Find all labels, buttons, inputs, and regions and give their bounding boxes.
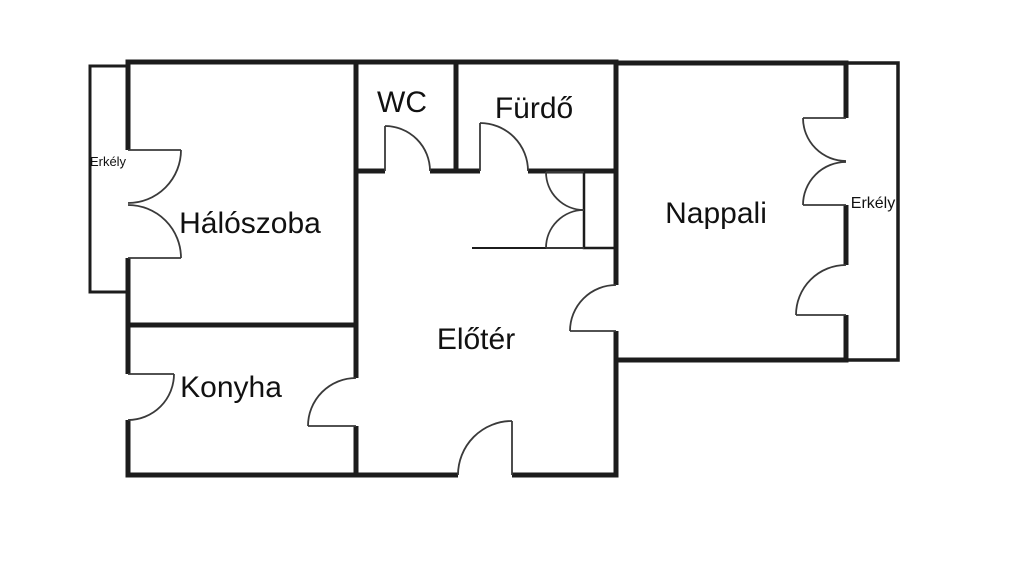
label-balcony-right: Erkély (851, 195, 895, 212)
label-balcony-left: Erkély (90, 154, 127, 169)
opening-kitchen-hall (351, 378, 361, 426)
door-arc-bathroom (479, 122, 529, 172)
labels-layer: Erkély Hálószoba WC Fürdő Nappali Erkély… (90, 86, 895, 404)
label-hall: Előtér (437, 323, 515, 356)
door-arc-living-balcony-2 (795, 264, 847, 316)
door-arc-hall-living (569, 284, 617, 332)
door-arc-wc (384, 125, 431, 172)
door-arc-living-balcony-upper (802, 117, 847, 162)
label-wc: WC (377, 86, 427, 119)
door-arc-closet-lower (545, 209, 585, 249)
door-arc-kitchen-hall (307, 377, 357, 427)
door-arc-entrance (457, 420, 513, 476)
opening-kitchen-left (123, 374, 133, 420)
label-living: Nappali (665, 197, 767, 230)
door-arc-bedroom-upper (127, 149, 182, 204)
opening-bedroom-balcony (123, 150, 133, 258)
door-arc-closet-upper (545, 171, 585, 211)
label-bedroom: Hálószoba (179, 207, 321, 240)
label-kitchen: Konyha (180, 371, 282, 404)
opening-living-balcony-single (841, 265, 851, 315)
room-bedroom (125, 59, 359, 328)
opening-hall-living (611, 285, 621, 331)
door-arc-kitchen-left (127, 373, 175, 421)
label-bathroom: Fürdő (495, 92, 573, 125)
opening-bathroom (480, 166, 528, 176)
opening-entrance (458, 470, 512, 480)
door-arc-living-balcony-lower (802, 161, 847, 206)
closet (582, 169, 618, 250)
room-balcony-left (88, 64, 130, 294)
doors-layer (127, 117, 847, 476)
opening-wc (385, 166, 430, 176)
door-openings-layer (123, 118, 851, 480)
door-arc-bedroom-lower (127, 204, 182, 259)
